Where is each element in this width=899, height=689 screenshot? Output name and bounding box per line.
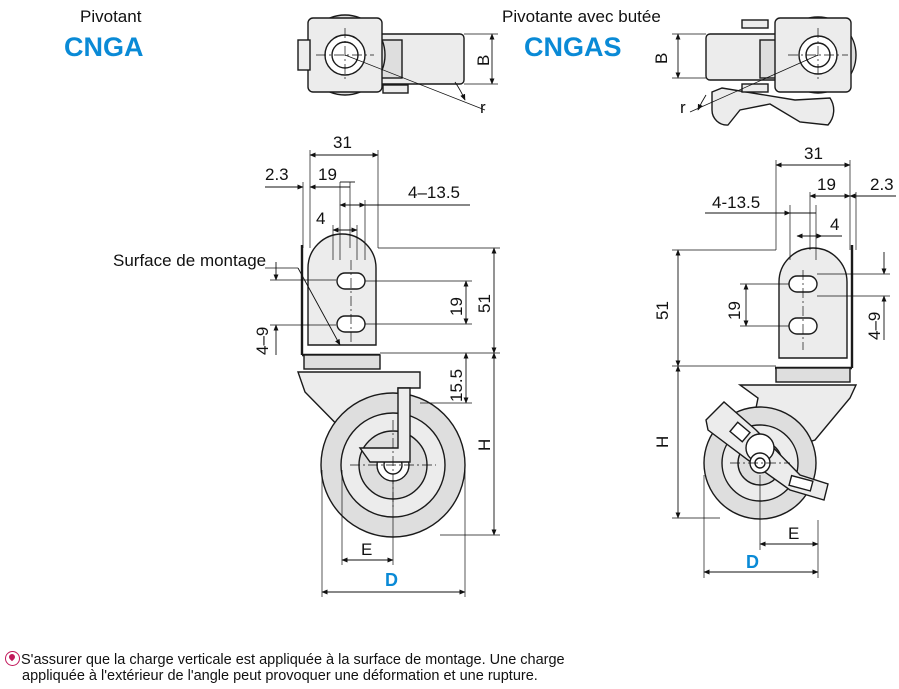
cngas-dim-2-3: 2.3	[870, 175, 894, 194]
cnga-dim-b: B	[474, 55, 493, 66]
model-cnga: CNGA	[64, 32, 144, 62]
cnga-dim-d: D	[385, 570, 398, 590]
caution-line-1: S'assurer que la charge verticale est ap…	[5, 651, 605, 668]
cnga-dim-19: 19	[318, 165, 337, 184]
cngas-dim-h: H	[653, 436, 672, 448]
cngas-dim-19v: 19	[725, 301, 744, 320]
cngas-side-view	[703, 245, 858, 520]
cnga-dim-e: E	[361, 540, 372, 559]
cnga-mount-label: Surface de montage	[113, 251, 266, 270]
cngas-dim-51: 51	[653, 301, 672, 320]
cngas-dim-31: 31	[804, 144, 823, 163]
cnga-dim-4-13-5: 4–13.5	[408, 183, 460, 202]
cngas-dim-19: 19	[817, 175, 836, 194]
caution-text-1: S'assurer que la charge verticale est ap…	[21, 652, 565, 668]
cngas-dim-4: 4	[830, 215, 839, 234]
cnga-dimensions	[265, 150, 500, 597]
cnga-dim-31: 31	[333, 133, 352, 152]
caution-note: S'assurer que la charge verticale est ap…	[5, 651, 605, 684]
subtitle-pivotant: Pivotant	[80, 7, 142, 26]
cnga-dim-2-3: 2.3	[265, 165, 289, 184]
cnga-dim-51: 51	[475, 294, 494, 313]
model-cngas: CNGAS	[524, 32, 622, 62]
cnga-dim-19v: 19	[447, 297, 466, 316]
cngas-dim-e: E	[788, 524, 799, 543]
cnga-dim-h: H	[475, 439, 494, 451]
caution-line-2: appliquée à l'extérieur de l'angle peut …	[22, 668, 538, 684]
cngas-dim-b: B	[652, 53, 671, 64]
cngas-dimensions	[672, 160, 896, 578]
cnga-top-view	[297, 14, 498, 111]
cngas-dim-4-9: 4–9	[865, 312, 884, 340]
subtitle-pivotante-butee: Pivotante avec butée	[502, 7, 661, 26]
cngas-dim-d: D	[746, 552, 759, 572]
cnga-dim-4-9: 4–9	[253, 327, 272, 355]
cnga-side-view	[297, 233, 466, 538]
cnga-dim-15-5: 15.5	[447, 369, 466, 402]
cngas-top-view	[672, 16, 857, 126]
cnga-dim-4: 4	[316, 209, 325, 228]
cnga-dim-r: r	[480, 98, 486, 117]
cngas-dim-4-13-5: 4-13.5	[712, 193, 760, 212]
caution-icon	[5, 651, 20, 666]
cngas-dim-r: r	[680, 98, 686, 117]
